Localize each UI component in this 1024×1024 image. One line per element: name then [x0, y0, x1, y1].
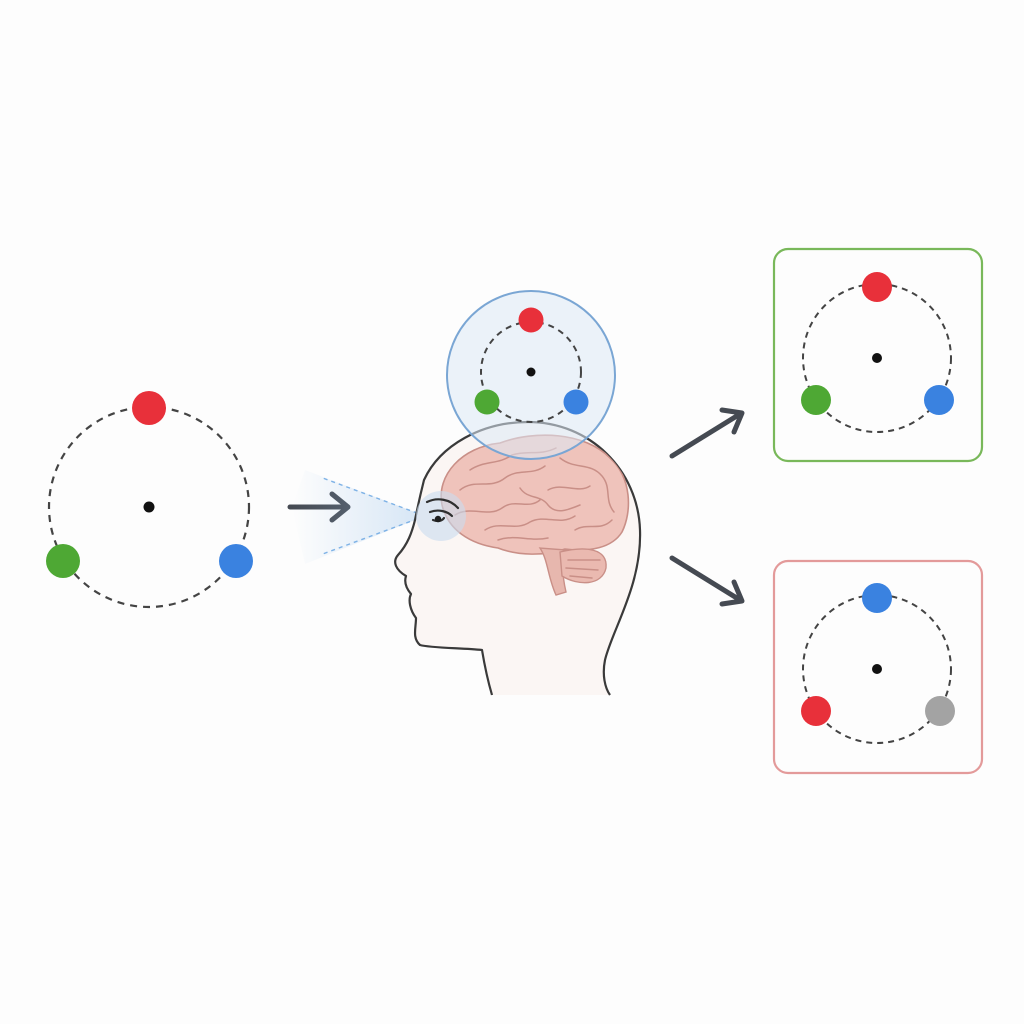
head-profile [394, 420, 642, 696]
arrow-to-incorrect-response [669, 555, 745, 607]
stimulus-item-top [132, 391, 166, 425]
brain [440, 434, 630, 596]
incorrect-item-right [925, 696, 955, 726]
response-panel-incorrect [772, 559, 984, 775]
gaze-cone [292, 470, 426, 564]
stimulus-center-dot [143, 501, 155, 513]
response-panel-correct [772, 247, 984, 463]
correct-response-frame [772, 247, 984, 463]
memory-item-right [563, 389, 589, 415]
memory-item-left [474, 389, 500, 415]
incorrect-response-ring [802, 594, 952, 744]
incorrect-item-left [801, 696, 831, 726]
correct-item-right [924, 385, 954, 415]
stimulus-item-right [219, 544, 253, 578]
memory-representation [446, 290, 616, 460]
incorrect-response-frame [772, 559, 984, 775]
stimulus-item-left [46, 544, 80, 578]
correct-response-center-dot [872, 353, 882, 363]
correct-item-left [801, 385, 831, 415]
incorrect-item-top [862, 583, 892, 613]
correct-response-ring [802, 283, 952, 433]
memory-center-dot [526, 367, 536, 377]
stimulus-display [46, 391, 253, 609]
arrow-to-correct-response [669, 407, 745, 459]
incorrect-response-center-dot [872, 664, 882, 674]
correct-item-top [862, 272, 892, 302]
memory-item-top [518, 307, 544, 333]
